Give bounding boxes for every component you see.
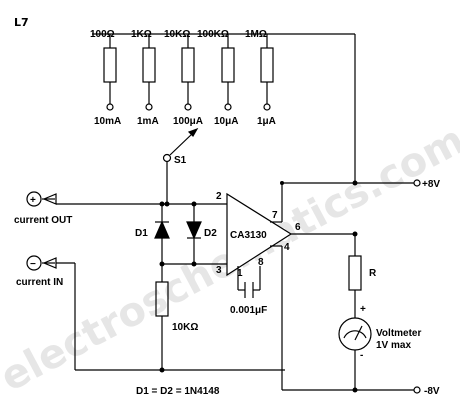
range-label-10ua: 10μA (214, 116, 238, 127)
opamp-pin6-label: 6 (295, 222, 301, 233)
positive-supply-label: +8V (422, 179, 440, 190)
voltmeter-minus-label: - (360, 350, 363, 361)
diode-d1 (154, 204, 170, 264)
range-terminal-1ma (145, 103, 153, 111)
switch-s1 (162, 127, 199, 204)
voltmeter-label: Voltmeter (376, 328, 421, 339)
capacitor-label: 0.001μF (230, 305, 267, 316)
current-out-label: current OUT (14, 215, 72, 226)
range-terminal-10ua (224, 103, 232, 111)
opamp-pin1-label: 1 (237, 268, 243, 279)
capacitor-0001uf (237, 266, 261, 298)
range-label-1ma: 1mA (137, 116, 159, 127)
voltmeter (338, 317, 372, 351)
resistor-label-100ohm: 100Ω (90, 29, 115, 40)
current-out-terminal (26, 191, 42, 207)
current-in-terminal (26, 255, 42, 271)
resistor-label-10k: 10KΩ (164, 29, 190, 40)
negative-supply-terminal (413, 386, 421, 394)
resistor-label-1k: 1KΩ (131, 29, 152, 40)
range-label-1ua: 1μA (257, 116, 276, 127)
resistor-10k-label: 10KΩ (172, 322, 198, 333)
current-in-minus-symbol: − (30, 259, 36, 270)
switch-label: S1 (174, 155, 187, 166)
range-label-10ma: 10mA (94, 116, 121, 127)
range-terminal-10ma (106, 103, 114, 111)
diode-part-note: D1 = D2 = 1N4148 (136, 386, 220, 397)
opamp-pin8-label: 8 (258, 257, 264, 268)
resistor-label-1m: 1MΩ (245, 29, 267, 40)
voltmeter-range-label: 1V max (376, 340, 411, 351)
diode-d1-label: D1 (135, 228, 148, 239)
opamp-pin2-label: 2 (216, 191, 222, 202)
range-label-100ua: 100μA (173, 116, 203, 127)
resistor-bank (103, 34, 274, 104)
diode-d2 (186, 204, 202, 264)
current-in-label: current IN (16, 277, 63, 288)
resistor-label-100k: 100KΩ (197, 29, 229, 40)
logo-mark: L7 (14, 16, 29, 29)
diode-d2-label: D2 (204, 228, 217, 239)
negative-supply-label: -8V (424, 386, 440, 397)
opamp-pin3-label: 3 (216, 265, 222, 276)
opamp-triangle (226, 192, 293, 277)
voltmeter-plus-label: + (360, 304, 366, 315)
positive-supply-terminal (413, 179, 421, 187)
range-terminal-1ua (263, 103, 271, 111)
resistor-10k (155, 264, 169, 370)
range-terminal-100ua (184, 103, 192, 111)
current-out-plus-symbol: + (30, 195, 36, 206)
resistor-r (348, 255, 362, 291)
opamp-pin7-label: 7 (272, 210, 278, 221)
resistor-r-label: R (369, 268, 377, 279)
opamp-name-label: CA3130 (230, 230, 267, 241)
opamp-pin4-label: 4 (284, 242, 290, 253)
